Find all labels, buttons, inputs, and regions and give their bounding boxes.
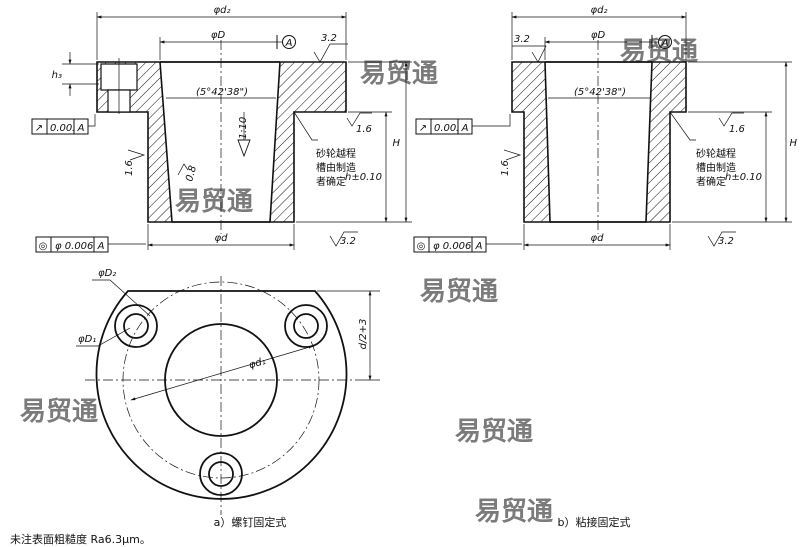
right-datum-label: A bbox=[661, 38, 669, 49]
right-dim-shank-diameter: φd bbox=[591, 233, 605, 244]
right-section-view: φd₂ φD A 3.2 (5°42'38") 1.6 1.6 H h±0.10… bbox=[413, 5, 797, 253]
right-roughness-shoulder: 1.6 bbox=[729, 124, 745, 135]
left-roughness-bottom: 3.2 bbox=[340, 236, 356, 247]
right-fcf-concentricity: ◎ φ 0.006 A bbox=[413, 236, 522, 253]
left-dim-outer-diameter: φd₂ bbox=[214, 5, 231, 16]
svg-text:0.005: 0.005 bbox=[434, 123, 463, 134]
right-dim-outer-diameter: φd₂ bbox=[591, 5, 608, 16]
caption-screw-fixed: a）螺钉固定式 bbox=[214, 515, 287, 529]
right-roughness-outer: 1.6 bbox=[500, 160, 511, 176]
left-dim-shoulder-height: h±0.10 bbox=[345, 172, 382, 183]
svg-text:φ 0.006: φ 0.006 bbox=[433, 241, 471, 252]
svg-text:◎: ◎ bbox=[39, 241, 48, 252]
svg-text:↗: ↗ bbox=[35, 123, 43, 134]
svg-text:↗: ↗ bbox=[419, 123, 427, 134]
svg-text:A: A bbox=[77, 123, 85, 134]
svg-text:易贸通: 易贸通 bbox=[20, 397, 98, 427]
left-dim-taper-angle: (5°42'38") bbox=[196, 87, 248, 98]
left-note-grinding-2: 槽由制造 bbox=[316, 161, 356, 174]
left-fcf-concentricity: ◎ φ 0.006 A bbox=[35, 236, 146, 253]
right-dim-overall-height: H bbox=[789, 138, 797, 149]
right-fcf-runout: ↗ 0.005 A bbox=[415, 114, 511, 135]
right-note-grinding-2: 槽由制造 bbox=[696, 161, 736, 174]
svg-text:A: A bbox=[461, 123, 469, 134]
svg-text:φ 0.006: φ 0.006 bbox=[55, 241, 93, 252]
plan-view: φd₁ φD₂ φD₁ d/2+3 bbox=[76, 268, 380, 515]
left-dim-shank-diameter: φd bbox=[215, 233, 229, 244]
left-roughness-shoulder: 1.6 bbox=[356, 124, 372, 135]
svg-text:A: A bbox=[475, 241, 483, 252]
plan-dim-hole-diameter: φD₁ bbox=[78, 334, 96, 345]
right-body-right-wall bbox=[645, 61, 687, 223]
right-roughness-top: 3.2 bbox=[514, 34, 530, 45]
right-note-grinding-3: 者确定 bbox=[696, 175, 726, 188]
caption-bonded-fixed: b）粘接固定式 bbox=[558, 515, 631, 529]
right-datum-bubble bbox=[658, 35, 672, 49]
taper-ratio: 1:10 bbox=[238, 117, 249, 139]
left-roughness-top: 3.2 bbox=[321, 33, 337, 44]
left-note-grinding-3: 者确定 bbox=[316, 175, 346, 188]
left-roughness-outer: 1.6 bbox=[124, 160, 135, 176]
left-datum-bubble bbox=[282, 35, 296, 49]
svg-text:易贸通: 易贸通 bbox=[475, 497, 553, 527]
left-roughness-bore: 0.8 bbox=[184, 165, 199, 183]
plan-dim-counterbore-diameter: φD₂ bbox=[98, 268, 116, 279]
svg-text:易贸通: 易贸通 bbox=[360, 59, 438, 89]
svg-text:易贸通: 易贸通 bbox=[420, 277, 498, 307]
right-body-left-wall bbox=[511, 61, 551, 223]
left-datum-label: A bbox=[285, 38, 293, 49]
screw-hole-bottom bbox=[199, 452, 243, 496]
screw-hole-upper-left bbox=[114, 304, 158, 348]
left-dim-overall-height: H bbox=[392, 138, 400, 149]
left-dim-bore-diameter: φD bbox=[211, 30, 226, 41]
footnote: 未注表面粗糙度 Ra6.3μm。 bbox=[10, 532, 151, 546]
left-fcf-runout: ↗ 0.005 A bbox=[31, 114, 96, 135]
screw-hole-upper-right bbox=[284, 304, 328, 348]
svg-text:◎: ◎ bbox=[417, 241, 426, 252]
svg-text:易贸通: 易贸通 bbox=[175, 187, 253, 217]
plan-dim-flat-offset: d/2+3 bbox=[358, 319, 369, 350]
plan-outline bbox=[95, 290, 348, 500]
left-note-grinding-1: 砂轮越程 bbox=[316, 147, 356, 160]
left-section-view: 1:10 φd₂ φD A (5°42'38") h₃ 3.2 1.6 1.6 bbox=[31, 5, 412, 253]
right-dim-bore-diameter: φD bbox=[591, 30, 606, 41]
right-roughness-bottom: 3.2 bbox=[718, 236, 734, 247]
plan-dim-pitch-diameter: φd₁ bbox=[248, 356, 267, 371]
svg-text:易贸通: 易贸通 bbox=[620, 37, 698, 67]
right-dim-taper-angle: (5°42'38") bbox=[574, 87, 626, 98]
right-note-grinding-1: 砂轮越程 bbox=[696, 147, 736, 160]
left-dim-counterbore-depth: h₃ bbox=[52, 70, 62, 81]
right-dim-shoulder-height: h±0.10 bbox=[725, 172, 762, 183]
watermark: 易贸通 易贸通 易贸通 易贸通 易贸通 易贸通 易贸通 bbox=[20, 37, 698, 527]
svg-text:0.005: 0.005 bbox=[50, 123, 79, 134]
left-body-right-wall bbox=[269, 61, 347, 223]
svg-text:易贸通: 易贸通 bbox=[455, 417, 533, 447]
svg-text:A: A bbox=[97, 241, 105, 252]
